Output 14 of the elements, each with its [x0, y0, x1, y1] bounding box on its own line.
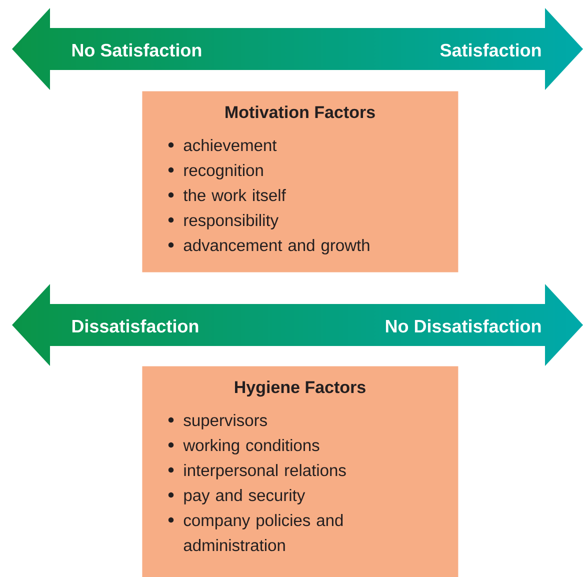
bullet-item: the work itself	[183, 189, 286, 202]
bullet-item: advancement and growth	[184, 239, 370, 254]
bullet-item: interpersonal relations	[184, 464, 346, 480]
double-arrow: Dissatisfaction No Dissatisfaction	[72, 319, 541, 333]
box-heading: Hygiene Factors	[235, 380, 366, 397]
bullet-item: working conditions	[183, 439, 320, 454]
bullet-item: recognition	[184, 164, 263, 180]
bullet-item: pay and security	[184, 489, 306, 504]
double-arrow: No Satisfaction Satisfaction	[72, 43, 541, 57]
bullet-item: supervisors	[184, 414, 267, 430]
bullet-item: achievement	[184, 139, 277, 152]
box-heading: Motivation Factors	[226, 106, 375, 118]
bullet-item: responsibility	[184, 214, 279, 230]
bullet-item: company policies and administration	[184, 514, 343, 552]
